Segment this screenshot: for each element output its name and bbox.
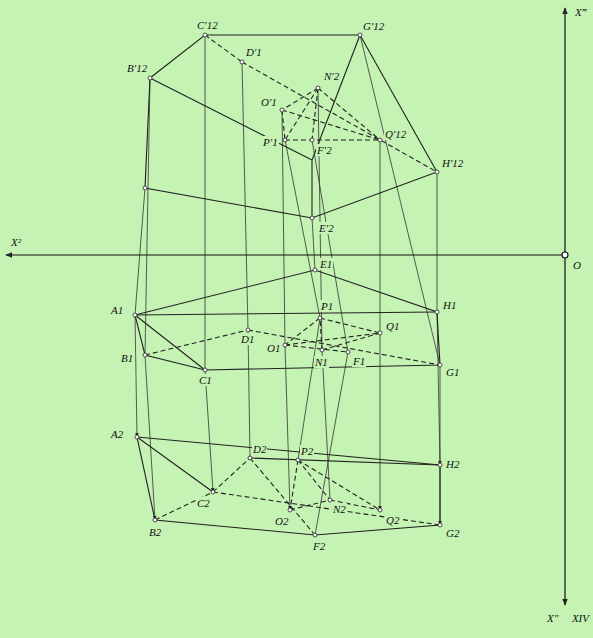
point-label: XIV (571, 612, 590, 624)
point-label: D′1 (245, 46, 263, 58)
point-label: D2 (252, 443, 267, 455)
point-label: C′12 (196, 19, 219, 31)
point-label: A2 (110, 428, 124, 440)
point-label: H2 (445, 458, 460, 470)
point-label: O2 (274, 515, 289, 527)
point-label: B′12 (126, 62, 148, 74)
point-label: H1 (442, 299, 457, 311)
lower-view (137, 437, 440, 535)
point-label: B2 (148, 526, 162, 538)
point-label: G2 (445, 527, 460, 539)
projection-lines (135, 35, 440, 535)
point-label: F′2 (316, 144, 333, 156)
upper-view (145, 35, 437, 218)
point-label: E′2 (318, 222, 335, 234)
point-label: O (572, 259, 582, 271)
point-label: Q′12 (384, 128, 407, 140)
vertex-dots (133, 33, 442, 537)
point-label: D1 (240, 333, 255, 345)
point-label: F2 (312, 540, 326, 552)
point-label: G′12 (362, 20, 385, 32)
point-label: Q1 (385, 320, 400, 332)
point-label: Q2 (385, 514, 400, 526)
point-label: O1 (266, 342, 281, 354)
point-label: X² (10, 236, 22, 248)
point-label: P1 (320, 300, 334, 312)
point-label: O′1 (260, 96, 278, 108)
middle-view (135, 270, 440, 370)
axes (6, 8, 568, 605)
point-label: F1 (352, 355, 366, 367)
point-label: G1 (445, 366, 460, 378)
point-label: E1 (319, 258, 333, 270)
point-label: H′12 (441, 157, 464, 169)
point-label: A1 (110, 304, 124, 316)
point-label: N1 (314, 356, 329, 368)
point-label: P2 (300, 445, 314, 457)
point-label: X″ (546, 612, 559, 624)
point-label: N′2 (323, 70, 340, 82)
point-label: C2 (196, 497, 211, 509)
point-label: C1 (198, 374, 213, 386)
point-label: P′1 (262, 136, 279, 148)
point-label: X‴ (574, 6, 587, 18)
point-label: B1 (120, 352, 134, 364)
point-label: N2 (332, 503, 347, 515)
